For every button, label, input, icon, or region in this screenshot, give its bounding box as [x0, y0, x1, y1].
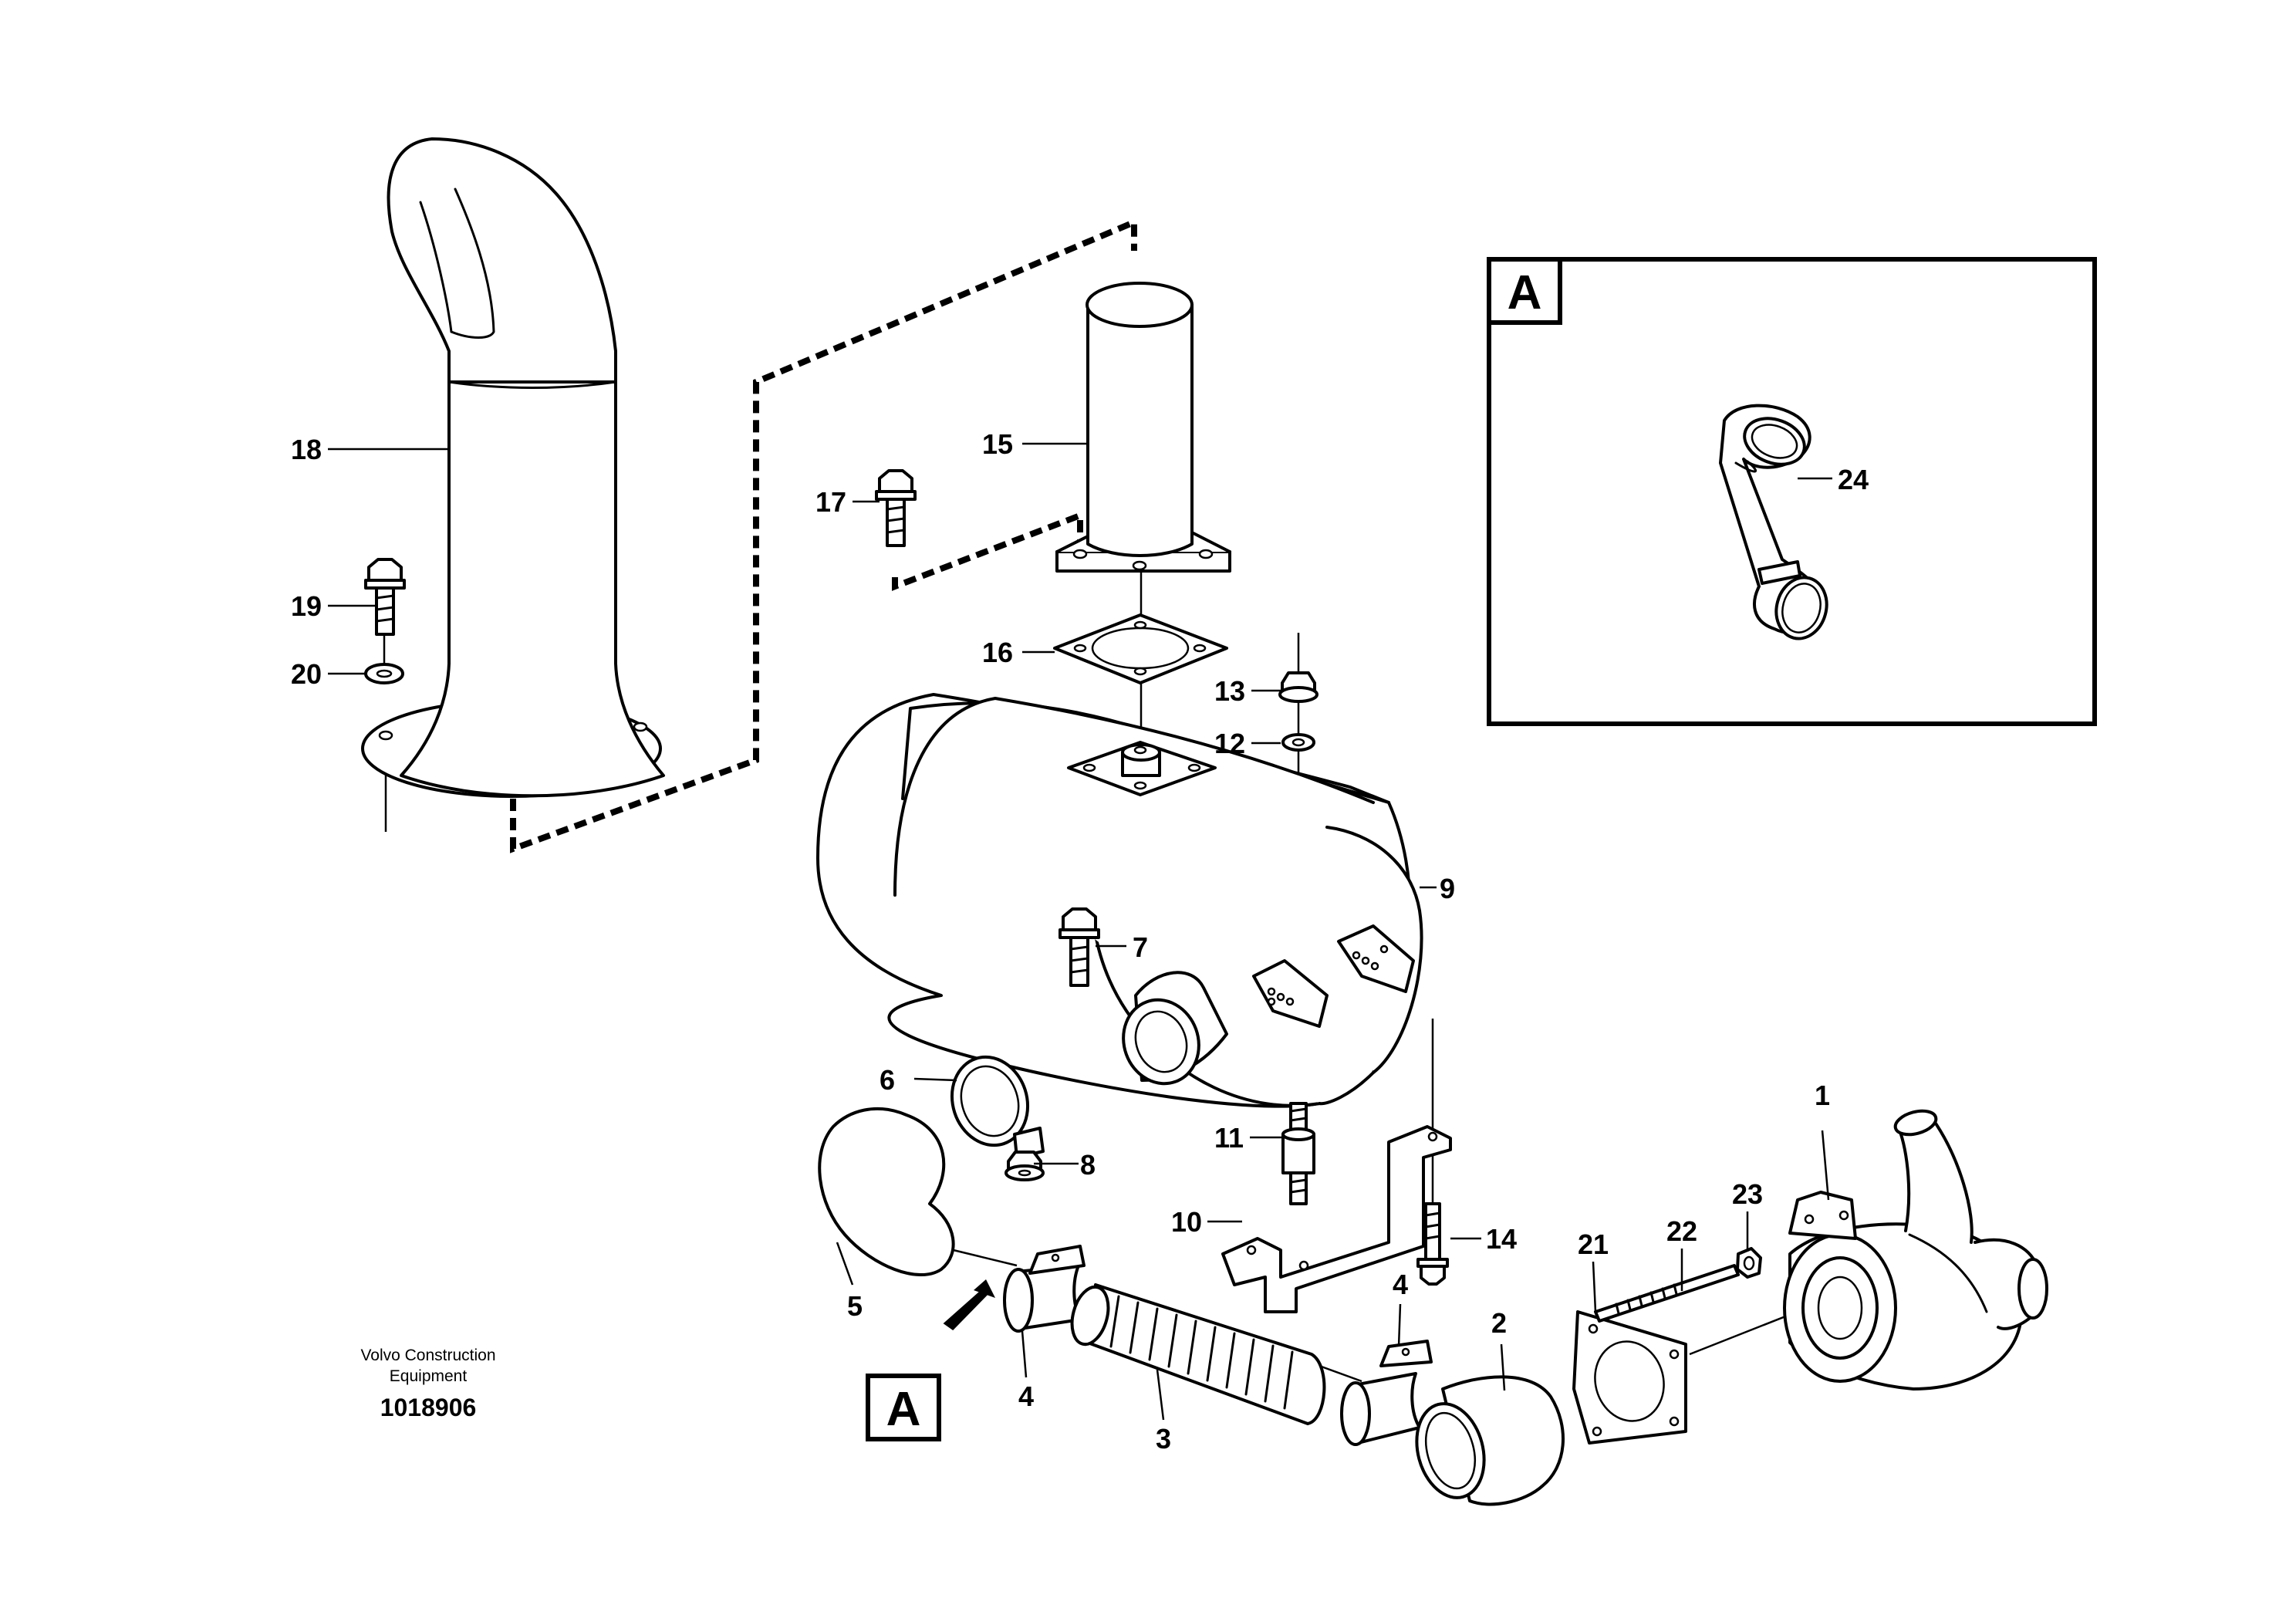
part-24-tail-pipe-alternative [1719, 404, 1828, 640]
part-7-bolt [1059, 907, 1100, 987]
callout-22: 22 [1666, 1215, 1697, 1247]
callout-20: 20 [291, 658, 322, 690]
callout-15: 15 [982, 428, 1013, 460]
drawing-number: 1018906 [380, 1394, 477, 1421]
leader-lines [328, 442, 1832, 1421]
part-3-flex-pipe [1070, 1283, 1326, 1425]
part-5-elbow [818, 1107, 955, 1277]
callout-24: 24 [1838, 464, 1869, 495]
callout-19: 19 [291, 590, 322, 622]
part-20-washer [364, 663, 404, 684]
part-4-clamp-left [1003, 1245, 1086, 1333]
manufacturer-line-1: Volvo Construction [360, 1347, 495, 1364]
detail-view-a: A [1487, 257, 2097, 726]
part-1-turbocharger [1783, 1109, 2048, 1391]
manufacturer-line-2: Equipment [390, 1367, 468, 1385]
callout-3: 3 [1156, 1423, 1171, 1455]
part-21-gasket [1572, 1310, 1687, 1445]
dashed-route-pipe-18-to-15 [510, 217, 1137, 853]
callout-10: 10 [1171, 1206, 1202, 1238]
callout-16: 16 [982, 637, 1013, 668]
part-17-bolt [875, 469, 917, 547]
part-18-tail-pipe [361, 137, 665, 798]
part-22-stud [1594, 1264, 1740, 1323]
callout-9: 9 [1440, 873, 1455, 904]
callout-4-right: 4 [1393, 1269, 1408, 1300]
callout-7: 7 [1133, 931, 1148, 963]
part-14-bolt [1416, 1202, 1449, 1286]
callout-2: 2 [1491, 1307, 1507, 1339]
axis-flex-to-clamp [1319, 1364, 1362, 1383]
part-9-muffler [816, 693, 1423, 1108]
part-23-nut [1736, 1247, 1762, 1279]
part-15-pipe-section [1055, 282, 1231, 573]
part-4-clamp-right [1340, 1340, 1433, 1446]
part-12-washer [1281, 733, 1315, 752]
callout-6: 6 [880, 1064, 895, 1096]
callout-8: 8 [1080, 1149, 1096, 1181]
callout-numbers: 1 2 3 4 4 5 6 7 8 9 10 11 12 13 14 15 16… [291, 428, 1869, 1455]
part-10-bracket [1221, 1125, 1452, 1313]
dashed-route-bolt-17 [892, 511, 1083, 591]
part-16-gasket [1053, 613, 1228, 684]
part-8-nut [1004, 1151, 1045, 1181]
detail-reference-a: A [866, 1279, 995, 1441]
callout-23: 23 [1732, 1178, 1763, 1210]
detail-reference-a-label: A [886, 1383, 921, 1436]
callout-13: 13 [1214, 675, 1245, 707]
callout-21: 21 [1578, 1228, 1609, 1260]
detail-reference-arrow [943, 1285, 991, 1330]
callout-1: 1 [1815, 1080, 1830, 1111]
part-6-clamp-ring [950, 1055, 1045, 1159]
callout-18: 18 [291, 434, 322, 465]
part-2-elbow [1415, 1375, 1565, 1506]
callout-4-left: 4 [1018, 1380, 1034, 1412]
part-11-rubber-mount [1281, 1102, 1315, 1205]
detail-view-a-label: A [1508, 266, 1542, 319]
callout-12: 12 [1214, 728, 1245, 759]
drawing-credit: Volvo Construction Equipment 1018906 [360, 1347, 495, 1421]
callout-17: 17 [815, 486, 846, 518]
callout-14: 14 [1486, 1223, 1517, 1255]
part-13-nut [1278, 671, 1319, 703]
callout-5: 5 [847, 1290, 863, 1322]
part-19-bolt [364, 558, 406, 636]
callout-11: 11 [1214, 1122, 1244, 1154]
